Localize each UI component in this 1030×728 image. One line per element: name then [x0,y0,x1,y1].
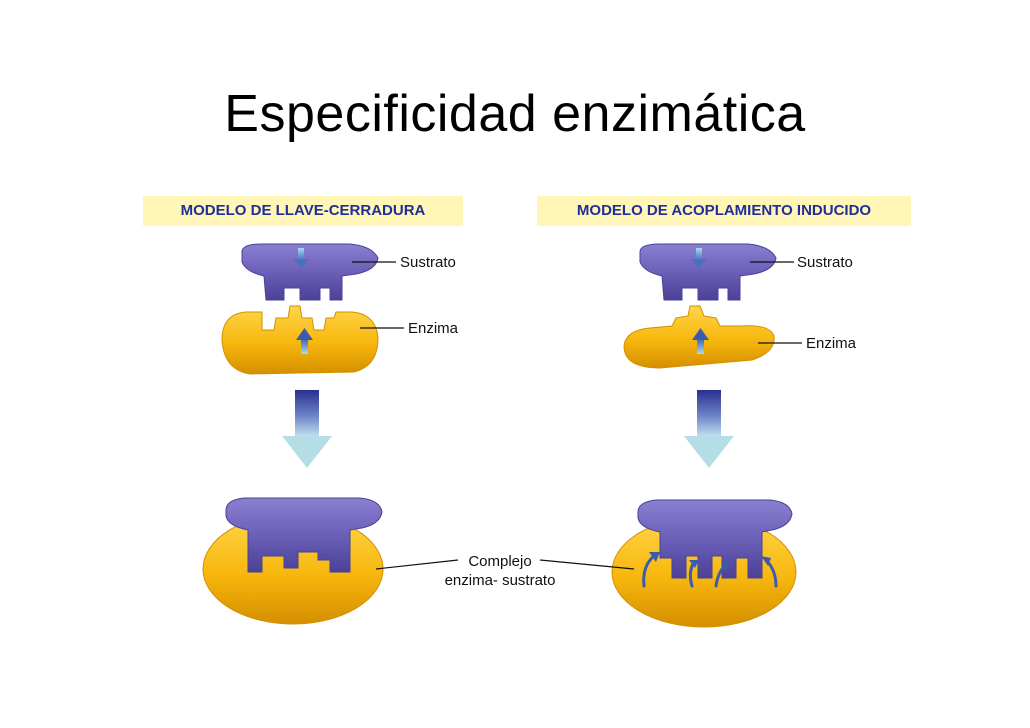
right-enzyme [623,305,775,369]
left-complex [202,497,384,625]
right-transition-arrow-icon [684,390,734,468]
left-enzyme-label: Enzima [408,320,459,337]
leader-lines [352,261,802,570]
left-substrate [241,243,379,301]
induced-fit-model-heading: MODELO DE ACOPLAMIENTO INDUCIDO [537,196,911,226]
left-transition-arrow-icon [282,390,332,468]
right-enzyme-label: Enzima [806,335,857,352]
left-substrate-label: Sustrato [400,254,456,271]
right-enzyme-arrow-icon [697,338,704,354]
left-substrate-arrow-icon [298,248,304,260]
left-enzyme [221,305,379,375]
right-substrate-label: Sustrato [797,254,853,271]
right-substrate-arrow-icon [696,248,702,260]
left-enzyme-arrow-icon [301,338,308,354]
right-complex [611,499,797,628]
slide-title: Especificidad enzimática [224,85,806,143]
complex-label-line1: Complejo [468,553,531,570]
complex-label-line2: enzima- sustrato [445,572,556,589]
right-substrate [639,243,777,301]
lock-key-model-heading: MODELO DE LLAVE-CERRADURA [143,196,463,226]
